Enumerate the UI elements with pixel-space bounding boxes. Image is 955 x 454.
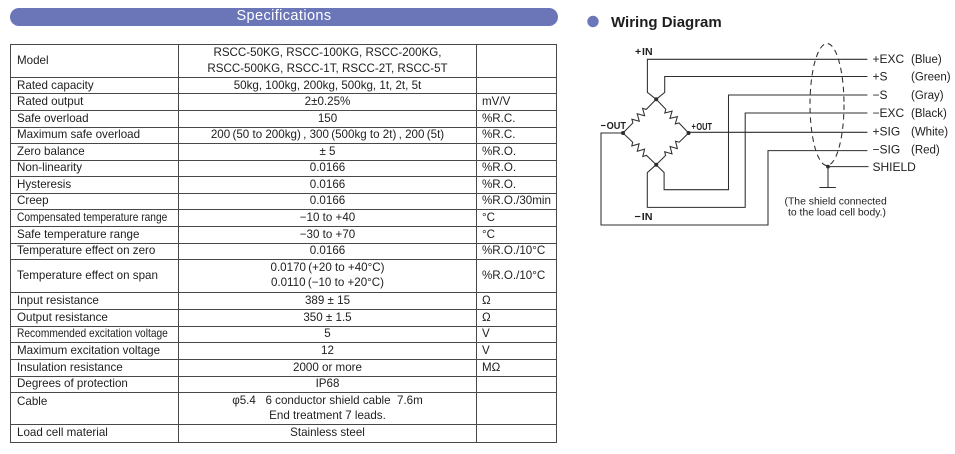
svg-text:to the load cell body.): to the load cell body.) [788, 208, 886, 219]
svg-text:+ OUT: + OUT [692, 121, 713, 133]
svg-text:+S: +S [873, 70, 888, 84]
svg-text:(Red): (Red) [911, 145, 940, 157]
svg-text:+ IN: + IN [635, 46, 653, 58]
svg-text:+SIG: +SIG [873, 125, 901, 139]
svg-text:(White): (White) [911, 127, 948, 139]
svg-text:+EXC: +EXC [873, 52, 905, 66]
svg-text:− IN: − IN [635, 211, 653, 223]
svg-text:(Green): (Green) [911, 72, 951, 84]
svg-text:(The shield connected: (The shield connected [785, 196, 887, 207]
svg-text:−EXC: −EXC [873, 106, 905, 120]
svg-text:− OUT: − OUT [601, 120, 627, 132]
svg-text:−S: −S [873, 88, 888, 102]
svg-text:SHIELD: SHIELD [873, 160, 917, 174]
svg-text:Wiring Diagram: Wiring Diagram [611, 14, 722, 31]
svg-text:−SIG: −SIG [873, 143, 901, 157]
svg-text:(Black): (Black) [911, 108, 947, 120]
svg-text:(Blue): (Blue) [911, 54, 942, 66]
svg-text:(Gray): (Gray) [911, 90, 944, 102]
